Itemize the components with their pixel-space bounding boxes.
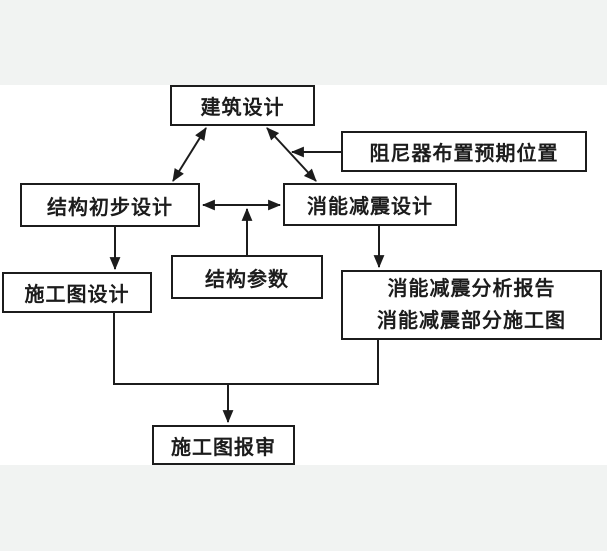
node-building-design-label: 建筑设计 xyxy=(200,97,285,119)
node-construction-drawing-design: 施工图设计 xyxy=(2,272,152,313)
node-analysis-report: 消能减震分析报告 消能减震部分施工图 xyxy=(341,270,602,340)
node-drawing-submission: 施工图报审 xyxy=(152,425,295,465)
node-building-design: 建筑设计 xyxy=(170,85,315,126)
node-structural-preliminary-design: 结构初步设计 xyxy=(20,183,200,227)
node-construction-drawing-design-label: 施工图设计 xyxy=(24,284,130,306)
node-damper-expected-position: 阻尼器布置预期位置 xyxy=(341,131,587,172)
node-analysis-report-line2: 消能减震部分施工图 xyxy=(377,310,566,332)
node-energy-dissipation-design-label: 消能减震设计 xyxy=(307,196,433,218)
node-structural-preliminary-design-label: 结构初步设计 xyxy=(47,196,173,219)
node-damper-expected-position-label: 阻尼器布置预期位置 xyxy=(369,143,559,165)
node-drawing-submission-label: 施工图报审 xyxy=(171,436,276,459)
node-structural-parameters-label: 结构参数 xyxy=(205,268,289,291)
node-analysis-report-line1: 消能减震分析报告 xyxy=(387,278,556,300)
node-energy-dissipation-design: 消能减震设计 xyxy=(283,183,457,226)
node-structural-parameters: 结构参数 xyxy=(171,255,323,299)
